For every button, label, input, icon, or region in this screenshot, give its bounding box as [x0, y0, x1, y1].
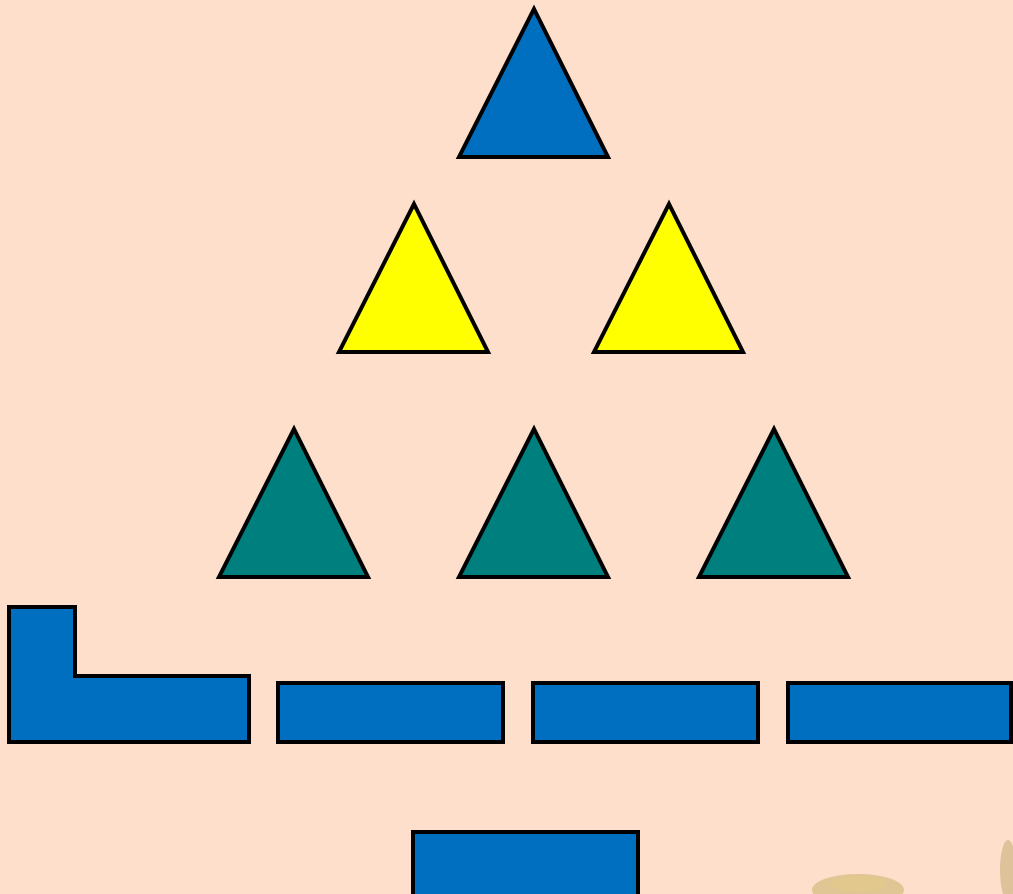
blue-bar-1: [278, 683, 503, 742]
blue-bottom-bar: [413, 832, 638, 894]
blue-bar-2: [533, 683, 758, 742]
blue-bar-3: [788, 683, 1011, 742]
